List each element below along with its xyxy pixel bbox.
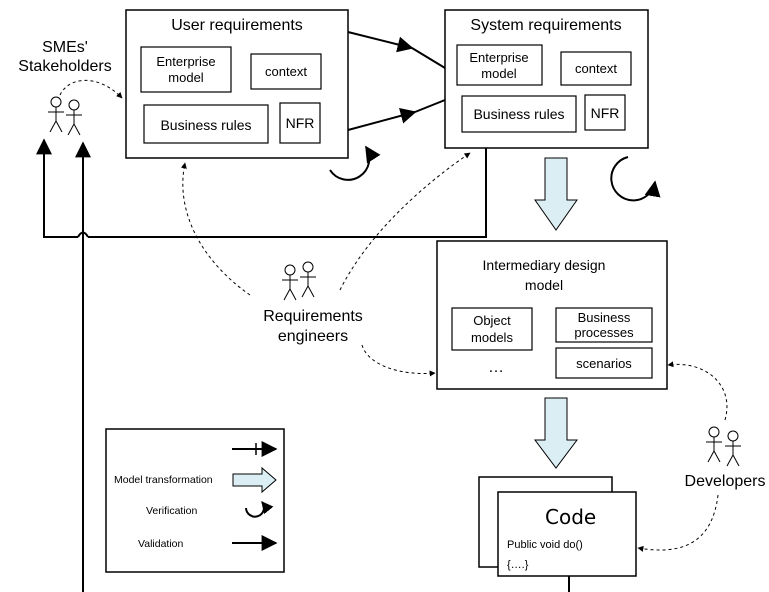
legend: Model transformation Verification Valida… [105, 428, 285, 573]
more-models-ellipsis: … [488, 359, 504, 376]
user-to-system-arrow-top [347, 31, 414, 53]
user-to-system-line-top [411, 47, 446, 69]
legend-model-transformation-label: Model transformation [114, 474, 213, 486]
user-requirements-box: User requirements Enterprise model conte… [125, 9, 349, 159]
business-processes-line1: Business [578, 310, 631, 325]
engineers-to-system-req-dashed [339, 152, 471, 291]
engineers-label-line2: engineers [278, 328, 348, 345]
user-to-system-arrow-bottom [347, 108, 417, 131]
business-processes-line2: processes [574, 325, 634, 340]
smes-to-user-req-dashed [59, 79, 123, 99]
user-nfr-box [279, 102, 321, 144]
developers-to-code-dashed [637, 494, 719, 552]
user-business-rules-label: Business rules [160, 117, 251, 133]
developers-label: Developers [685, 473, 766, 490]
scenarios-label: scenarios [576, 356, 632, 371]
object-models-line2: models [471, 330, 513, 345]
system-enterprise-model-line1: Enterprise [469, 50, 528, 65]
system-nfr-label: NFR [591, 105, 620, 121]
validation-arrow-left [36, 138, 78, 238]
user-context-label: context [265, 64, 307, 79]
business-processes-box [555, 307, 653, 343]
requirements-engineers-actor-icon [282, 261, 316, 301]
smes-label-line1: SMEs' [42, 39, 88, 56]
scenarios-box [555, 347, 653, 379]
engineers-to-user-req-dashed [180, 162, 251, 296]
smes-label-line2: Stakeholders [18, 58, 111, 75]
legend-transformation-icon [232, 466, 277, 494]
user-enterprise-model-line1: Enterprise [156, 54, 215, 69]
design-to-code-transformation-arrow [534, 397, 578, 469]
user-context-box [250, 53, 322, 90]
code-box-front [497, 491, 637, 577]
intermediary-design-title-line2: model [525, 277, 563, 293]
user-nfr-label: NFR [286, 115, 315, 131]
code-box: Code Public void do() {….} [478, 476, 637, 592]
system-enterprise-model-box [456, 44, 543, 86]
code-title: Code [545, 505, 596, 529]
system-feedback-line [88, 148, 487, 238]
system-business-rules-label: Business rules [473, 106, 564, 122]
system-nfr-box [584, 94, 626, 131]
object-models-line1: Object [473, 313, 511, 328]
system-enterprise-model-line2: model [481, 66, 517, 81]
smes-stakeholders-actor-icon [48, 96, 82, 136]
system-context-box [560, 51, 632, 86]
system-to-design-transformation-arrow [534, 157, 578, 231]
system-verification-icon [610, 156, 661, 202]
user-requirements-title: User requirements [171, 17, 303, 34]
code-line2: {….} [507, 559, 529, 571]
system-business-rules-box [461, 95, 577, 133]
object-models-box [451, 307, 533, 351]
legend-box [105, 428, 285, 573]
code-line1: Public void do() [507, 539, 583, 551]
intermediary-design-title-line1: Intermediary design [483, 257, 606, 273]
developers-actor-icon [706, 426, 741, 467]
system-requirements-title: System requirements [470, 17, 621, 34]
engineers-label-line1: Requirements [263, 308, 363, 325]
user-business-rules-box [143, 104, 269, 144]
legend-validation-label: Validation [138, 538, 183, 550]
user-enterprise-model-line2: model [168, 70, 204, 85]
system-context-label: context [575, 61, 617, 76]
developers-to-design-dashed [667, 361, 728, 421]
user-verification-icon [329, 145, 381, 181]
user-enterprise-model-box [140, 46, 232, 93]
user-to-system-line-bottom [414, 99, 446, 113]
engineers-to-design-dashed [361, 344, 436, 377]
intermediary-design-box: Intermediary design model Object models … [436, 240, 668, 390]
legend-verification-icon [245, 501, 274, 518]
legend-verification-label: Verification [146, 505, 198, 517]
system-requirements-box: System requirements Enterprise model con… [444, 9, 649, 149]
